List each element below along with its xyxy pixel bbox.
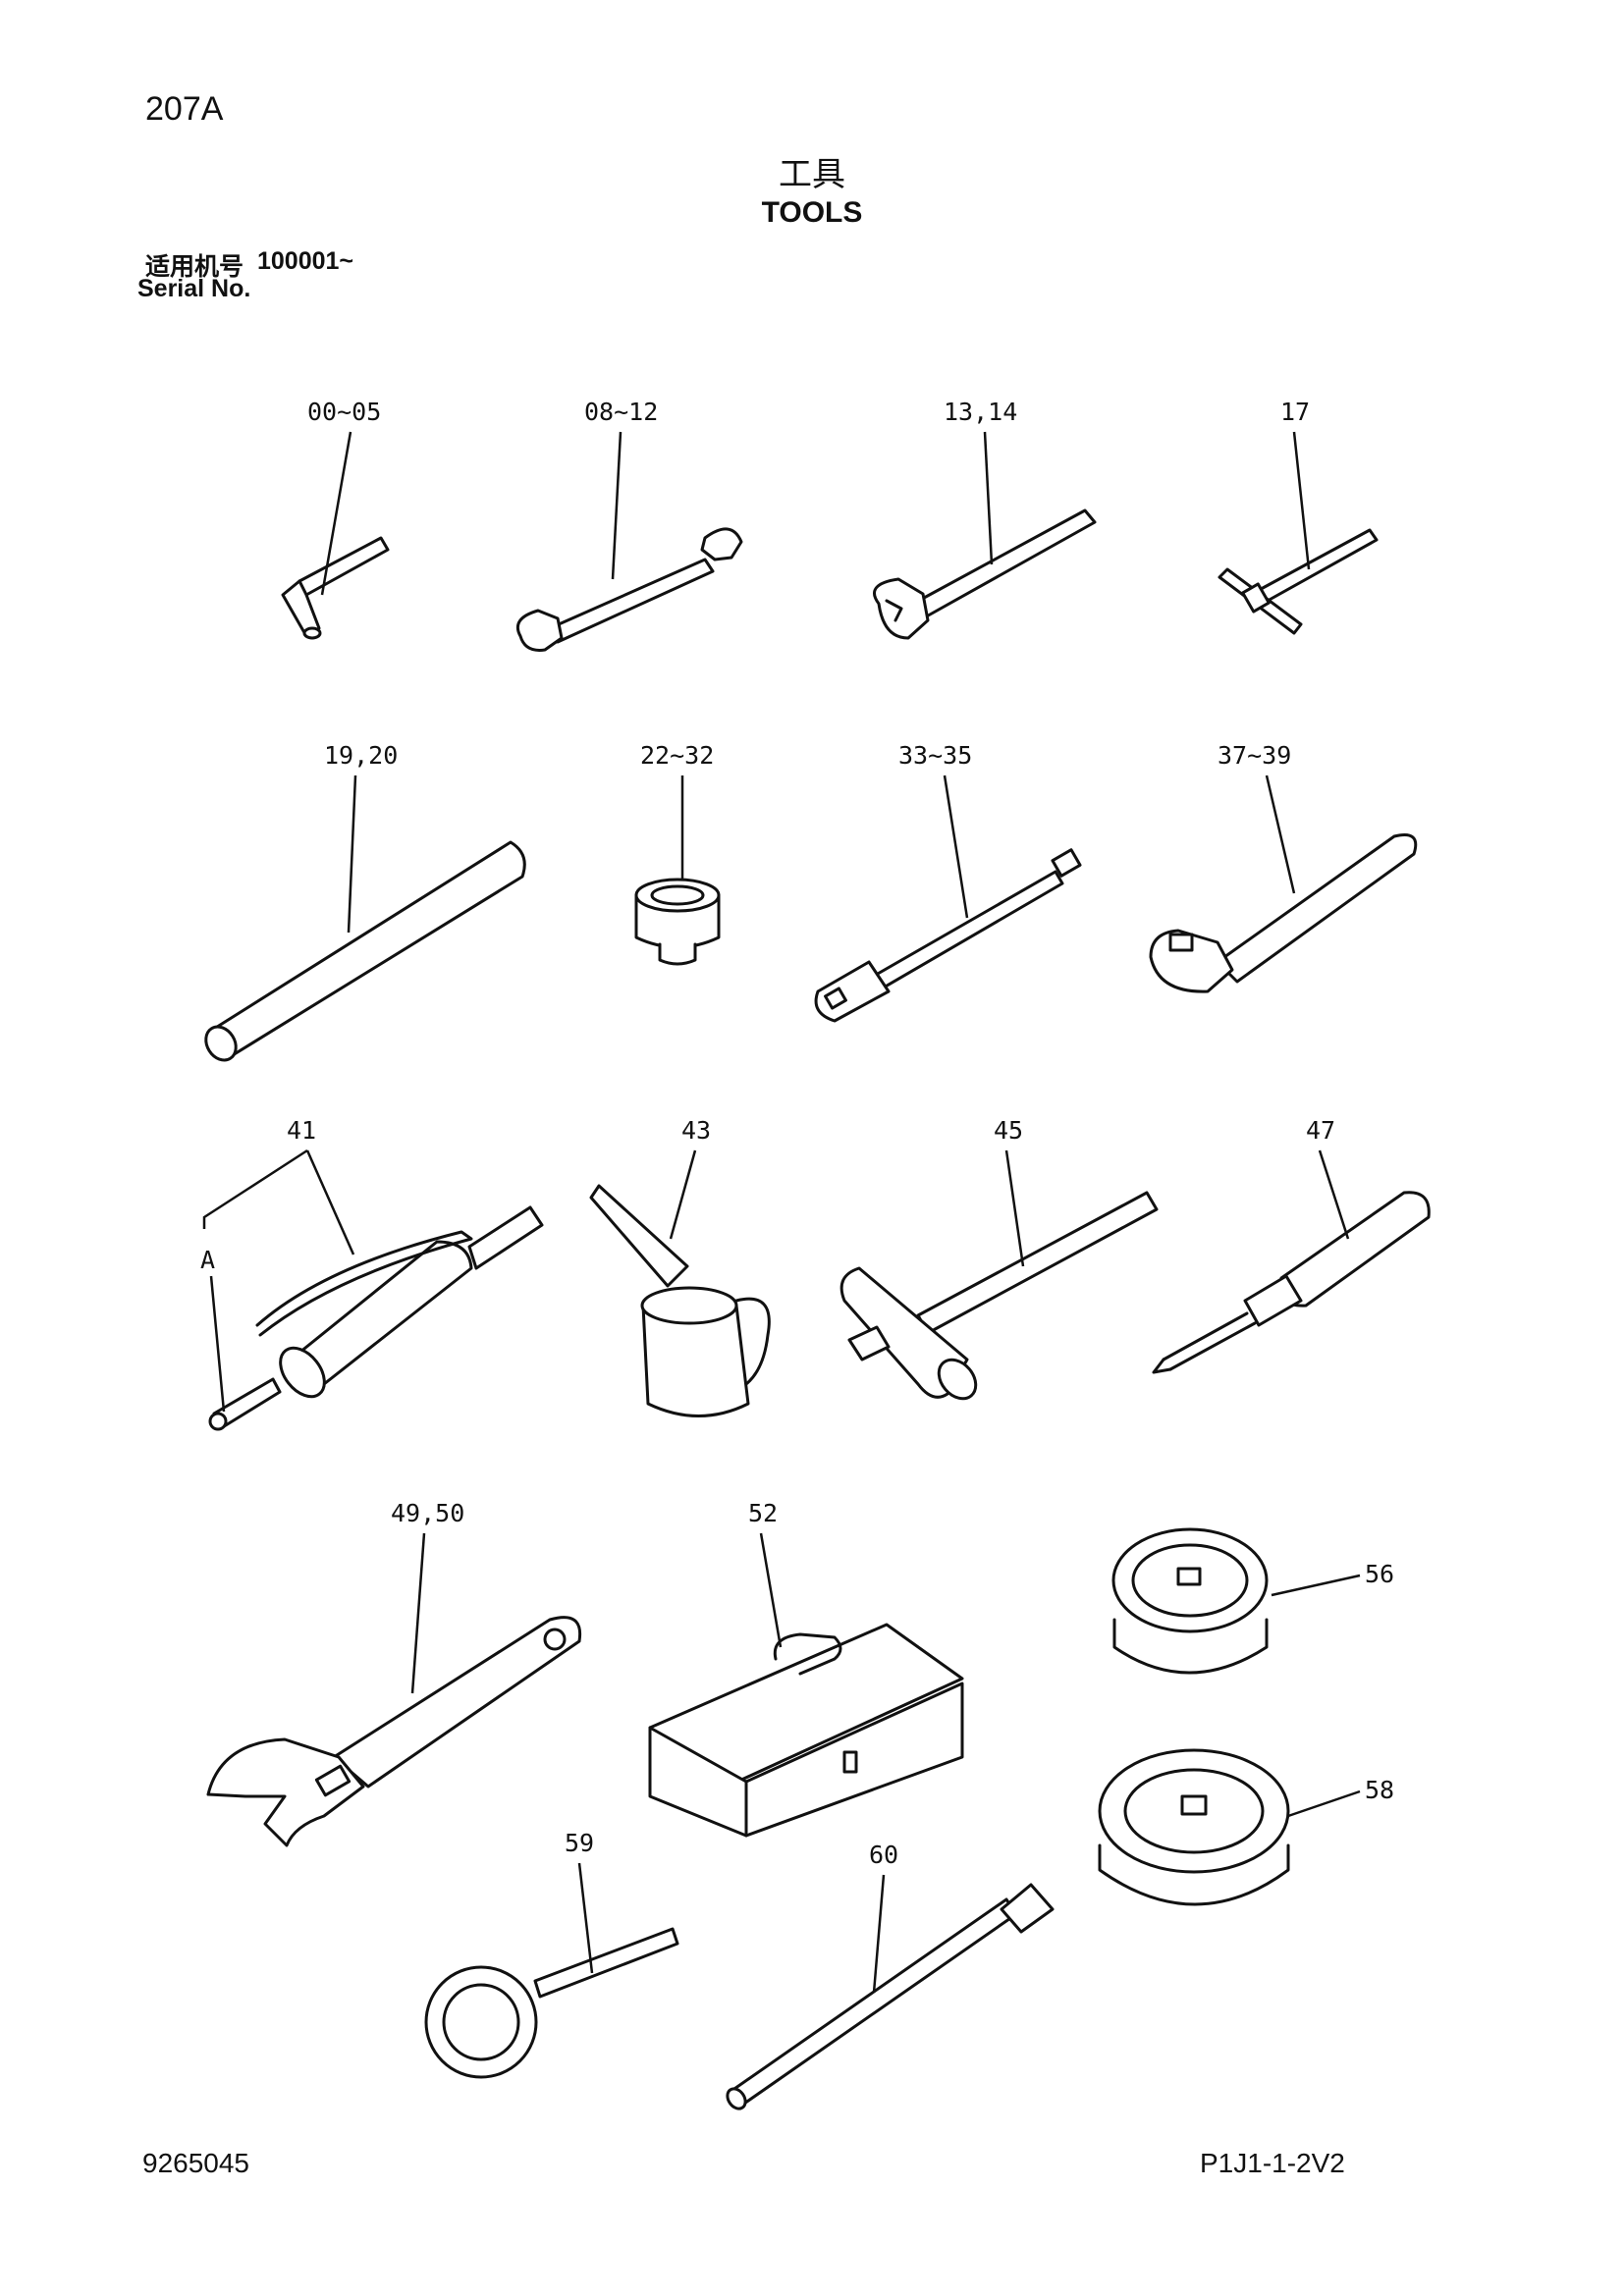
page-title-chinese: 工具 <box>779 155 845 194</box>
callout-47: 47 <box>1306 1116 1335 1145</box>
callout-43: 43 <box>681 1116 711 1145</box>
grease-rod-illustration <box>726 1883 1055 2110</box>
leader-line <box>202 1148 308 1229</box>
document-number: 9265045 <box>142 2148 250 2178</box>
callout-08-12: 08~12 <box>584 398 658 426</box>
double-open-end-wrench-illustration <box>515 527 743 652</box>
serial-range: 100001~ <box>257 247 354 275</box>
leader-line <box>347 774 357 934</box>
page-code: P1J1-1-2V2 <box>1200 2148 1345 2178</box>
callout-17: 17 <box>1280 398 1310 426</box>
callout-19-20: 19,20 <box>324 741 398 770</box>
hammer-illustration <box>839 1191 1159 1401</box>
leader-line <box>943 774 969 919</box>
serial-label-chinese: 适用机号 <box>145 252 244 281</box>
leader-line <box>759 1532 783 1648</box>
leader-line <box>1287 1789 1361 1818</box>
leader-line <box>872 1874 886 1994</box>
extension-bar-illustration <box>814 848 1082 1023</box>
leader-line <box>1004 1149 1025 1267</box>
callout-00-05: 00~05 <box>307 398 381 426</box>
leader-line <box>1292 431 1311 570</box>
leader-line <box>305 1149 355 1255</box>
ratchet-handle-illustration <box>1149 833 1418 993</box>
leader-line <box>669 1149 697 1240</box>
leader-line <box>611 431 623 580</box>
callout-41-a: A <box>200 1246 215 1274</box>
callout-58: 58 <box>1365 1776 1394 1804</box>
callout-41: 41 <box>287 1116 316 1145</box>
screwdriver-illustration <box>1152 1191 1431 1374</box>
callout-45: 45 <box>994 1116 1023 1145</box>
hex-key-illustration <box>281 536 390 640</box>
filter-wrench-large-illustration <box>1098 1748 1290 1906</box>
callout-37-39: 37~39 <box>1218 741 1291 770</box>
bar-illustration <box>204 840 526 1062</box>
socket-illustration <box>634 878 721 966</box>
leader-line <box>983 431 994 565</box>
serial-label: Serial No. <box>137 275 251 302</box>
grease-gun-illustration <box>208 1205 544 1431</box>
page-title: TOOLS <box>761 196 863 229</box>
callout-59: 59 <box>565 1829 594 1857</box>
leader-line <box>410 1532 426 1694</box>
callout-33-35: 33~35 <box>898 741 972 770</box>
callout-60: 60 <box>869 1841 898 1869</box>
leader-line <box>1318 1149 1350 1240</box>
oil-can-illustration <box>589 1184 771 1417</box>
page-number: 207A <box>145 90 224 128</box>
callout-22-32: 22~32 <box>640 741 714 770</box>
open-end-wrench-illustration <box>873 508 1097 640</box>
adjustable-wrench-illustration <box>206 1616 582 1847</box>
leader-line <box>320 431 352 596</box>
tool-box-illustration <box>648 1623 964 1838</box>
callout-56: 56 <box>1365 1560 1394 1588</box>
leader-line <box>1265 774 1296 894</box>
filter-wrench-small-illustration <box>1111 1527 1269 1675</box>
callout-13-14: 13,14 <box>944 398 1017 426</box>
leader-line <box>1271 1574 1361 1597</box>
t-handle-wrench-illustration <box>1218 528 1379 635</box>
leader-line <box>209 1275 226 1413</box>
callout-52: 52 <box>748 1499 778 1527</box>
leader-line <box>577 1862 594 1974</box>
callout-49-50: 49,50 <box>391 1499 464 1527</box>
spanner-wrench-illustration <box>424 1927 679 2079</box>
